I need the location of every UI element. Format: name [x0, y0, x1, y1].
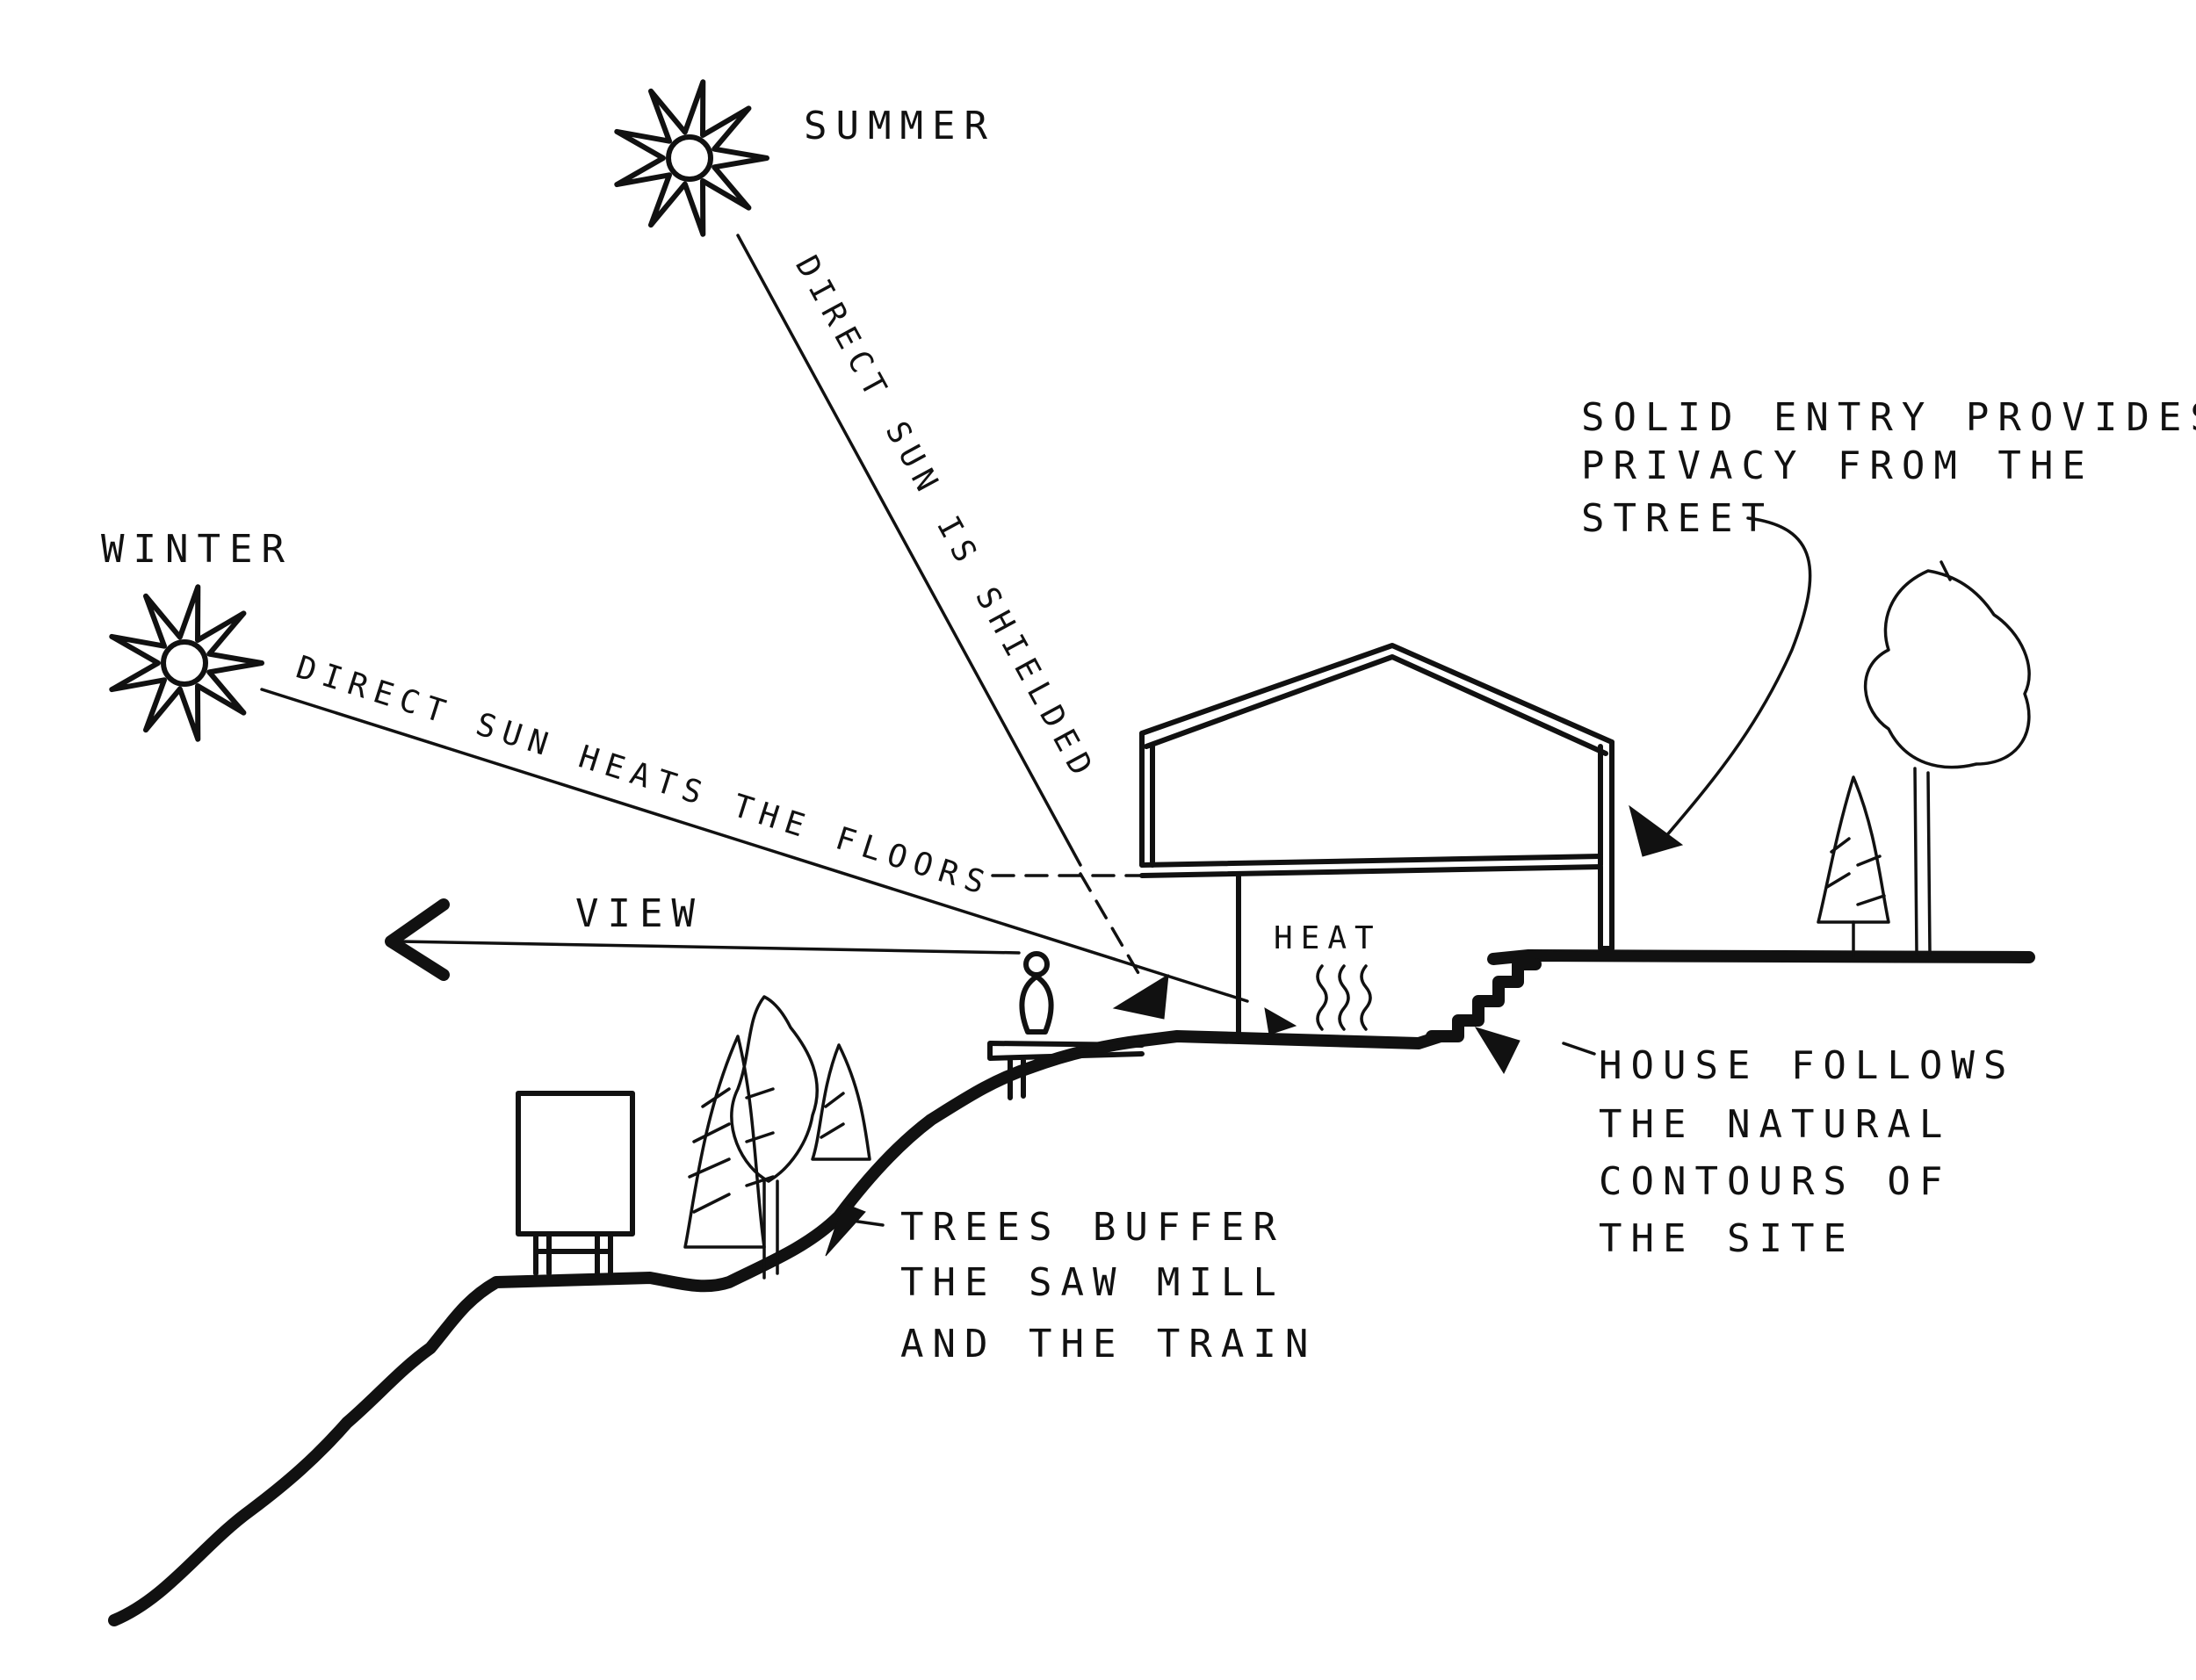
- winter-label: WINTER: [101, 527, 293, 572]
- summer-ray-label: DIRECT SUN IS SHIELDED: [788, 250, 1102, 789]
- winter-ray-label: DIRECT SUN HEATS THE FLOORS: [292, 649, 996, 904]
- deciduous-tree-icon: [730, 995, 819, 1280]
- winter-sun-icon: [109, 584, 264, 742]
- upper-deciduous-tree-icon: [1864, 560, 2031, 955]
- view-line: [398, 940, 1021, 955]
- summer-ray-arrowhead-icon: [1112, 974, 1169, 1020]
- contours-label-line-2: THE NATURAL: [1599, 1102, 1951, 1147]
- contours-leader-line: [1562, 1042, 1596, 1056]
- trees-label-line-2: THE SAW MILL: [900, 1260, 1285, 1305]
- entry-label-line-1: SOLID ENTRY PROVIDES: [1581, 395, 2196, 440]
- summer-label: SUMMER: [804, 104, 996, 148]
- sun-rays: [614, 79, 769, 237]
- heat-label: HEAT: [1274, 920, 1382, 956]
- summer-sun-ray: [736, 234, 1082, 867]
- summer-ray-dashed-continuation: [1079, 872, 1144, 981]
- entry-arrowhead-icon: [1629, 804, 1684, 857]
- heat-waves-icon: [1316, 964, 1372, 1031]
- person-icon: [1019, 951, 1054, 1035]
- trees-label-line-1: TREES BUFFER: [900, 1205, 1285, 1250]
- upper-terrain: [1487, 949, 2035, 965]
- summer-sun-icon: [614, 79, 769, 237]
- contours-label-line-3: CONTOURS OF: [1599, 1159, 1951, 1204]
- small-evergreen-tree-icon: [811, 1043, 871, 1161]
- winter-ray-arrowhead-icon: [1264, 1007, 1297, 1035]
- entry-label-line-2: PRIVACY FROM THE: [1581, 443, 2094, 488]
- view-label: VIEW: [575, 891, 704, 936]
- deck: [987, 1041, 1145, 1100]
- entry-leader-line: [1658, 516, 1812, 845]
- contour-steps: [1426, 958, 1542, 1042]
- trees-label-line-3: AND THE TRAIN: [900, 1322, 1317, 1366]
- upper-evergreen-tree-icon: [1817, 775, 1890, 959]
- contours-label-line-4: THE SITE: [1599, 1216, 1855, 1261]
- sun-rays: [109, 584, 264, 742]
- entry-label-line-3: STREET: [1581, 496, 1773, 541]
- evergreen-tree-icon: [683, 1035, 775, 1249]
- house-section: [1139, 643, 1614, 1043]
- trees-arrowhead-icon: [825, 1202, 866, 1257]
- contours-label-line-1: HOUSE FOLLOWS: [1599, 1043, 2015, 1088]
- sun-core: [666, 134, 713, 182]
- view-arrow-icon: [385, 898, 450, 981]
- winter-sun-ray: [260, 688, 1249, 1003]
- contours-arrowhead-icon: [1474, 1027, 1521, 1075]
- train-car-icon: [516, 1091, 635, 1276]
- sun-core: [161, 639, 208, 687]
